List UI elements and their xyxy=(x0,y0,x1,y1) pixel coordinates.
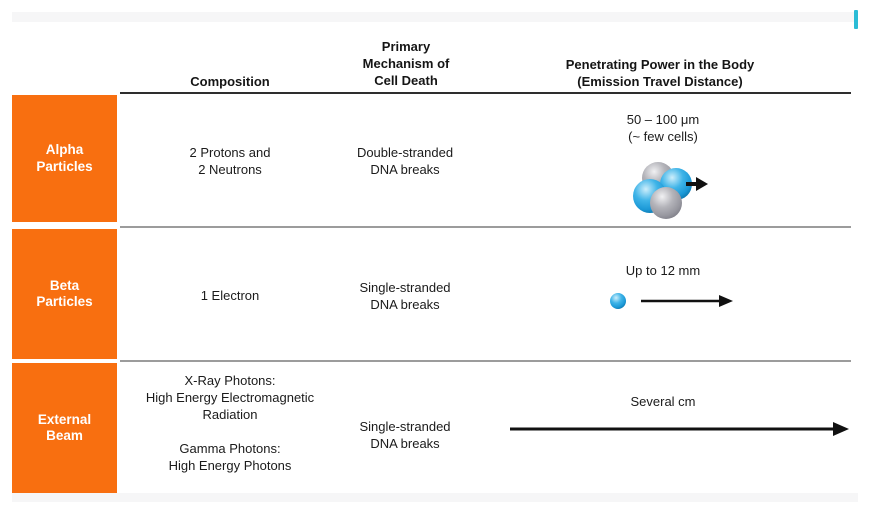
beta-composition-cell: 1 Electron xyxy=(200,288,260,303)
external-mechanism-cell: Single-stranded DNA breaks xyxy=(359,419,451,451)
alpha-cluster-icon xyxy=(622,158,714,220)
slide-top-edge xyxy=(12,12,858,22)
alpha-arrow-icon xyxy=(686,177,708,191)
long-arrow-icon xyxy=(505,417,855,441)
column-header-composition: Composition xyxy=(190,74,270,89)
electron-sphere-icon xyxy=(603,287,739,315)
row-separator-2 xyxy=(120,360,851,362)
external-penetration-cell: Several cm xyxy=(630,394,696,409)
row-label: External Beam xyxy=(37,411,92,444)
row-header-external-beam: External Beam xyxy=(12,363,117,493)
row-header-beta-particles: Beta Particles xyxy=(12,229,117,359)
alpha-composition-cell: 2 Protons and 2 Neutrons xyxy=(189,145,271,177)
alpha-penetration-cell: 50 – 100 μm (~ few cells) xyxy=(626,112,700,144)
row-label: Alpha Particles xyxy=(36,142,93,174)
beta-penetration-cell: Up to 12 mm xyxy=(625,263,701,278)
column-header-mechanism: Primary Mechanism of Cell Death xyxy=(362,39,450,88)
column-header-penetration: Penetrating Power in the Body (Emission … xyxy=(565,57,755,89)
row-label: Beta Particles xyxy=(36,277,93,310)
slide-bottom-edge xyxy=(12,493,858,502)
beta-mechanism-cell: Single-stranded DNA breaks xyxy=(359,280,451,312)
row-header-alpha-particles: Alpha Particles xyxy=(12,95,117,222)
row-separator-1 xyxy=(120,226,851,228)
alpha-mechanism-cell: Double-stranded DNA breaks xyxy=(356,145,454,177)
cyan-marker-icon xyxy=(854,10,858,29)
beta-arrow-icon xyxy=(641,295,733,307)
header-rule xyxy=(120,92,851,94)
external-composition-cell: X-Ray Photons: High Energy Electromagnet… xyxy=(145,373,315,473)
